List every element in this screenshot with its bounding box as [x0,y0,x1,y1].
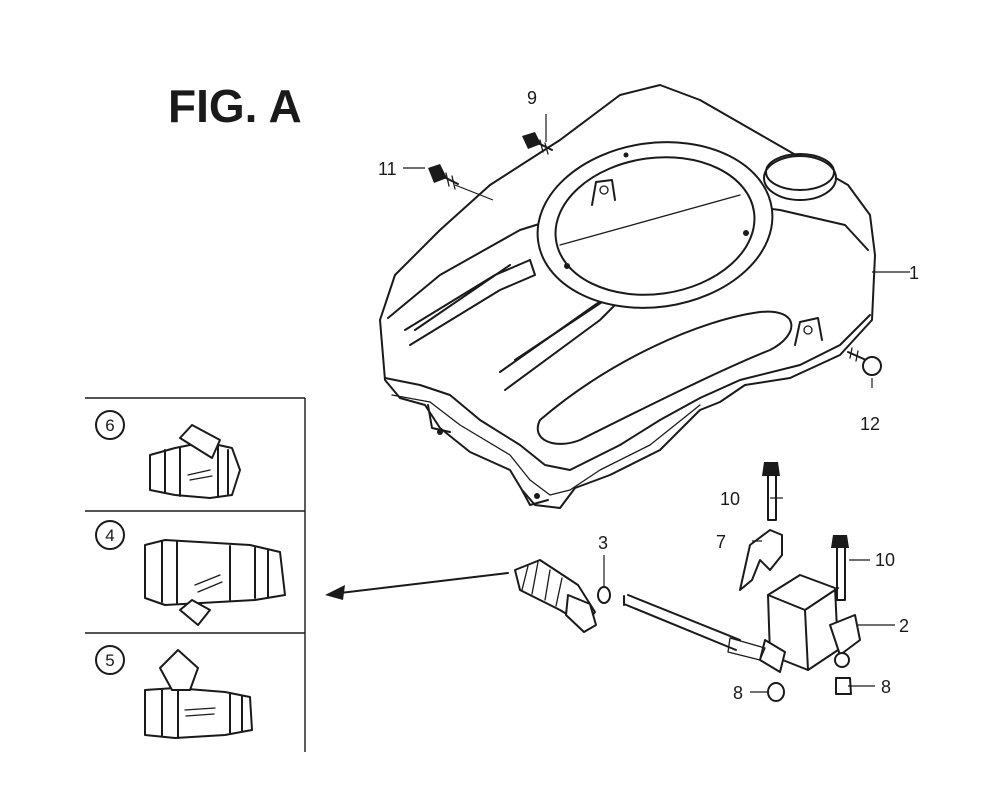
variant-6: 6 [95,410,241,499]
callout-8-right: 8 [881,677,891,697]
callout-10-upper: 10 [720,489,740,509]
callout-7: 7 [716,532,726,552]
figure-title: FIG. A [168,80,302,132]
callout-2: 2 [899,616,909,636]
bolt-11 [428,164,459,190]
variant-5-number: 5 [105,651,114,670]
variant-4-number: 4 [105,526,114,545]
callout-1: 1 [909,263,919,283]
solenoid-assembly [623,462,861,702]
variant-4: 4 [95,520,286,626]
bolt-9 [522,132,553,155]
variant-5: 5 [95,645,253,739]
variant-6-number: 6 [105,416,114,435]
injector-part [514,559,611,633]
callout-9: 9 [527,88,537,108]
callout-8-left: 8 [733,683,743,703]
callout-11: 11 [378,159,397,179]
callout-12: 12 [860,414,880,434]
direction-arrow [325,572,509,600]
variant-panel: 6 4 5 [85,397,306,752]
engine-cover [379,84,876,509]
callout-3: 3 [598,533,608,553]
callout-10-right: 10 [875,550,895,570]
bolt-12 [847,347,882,376]
